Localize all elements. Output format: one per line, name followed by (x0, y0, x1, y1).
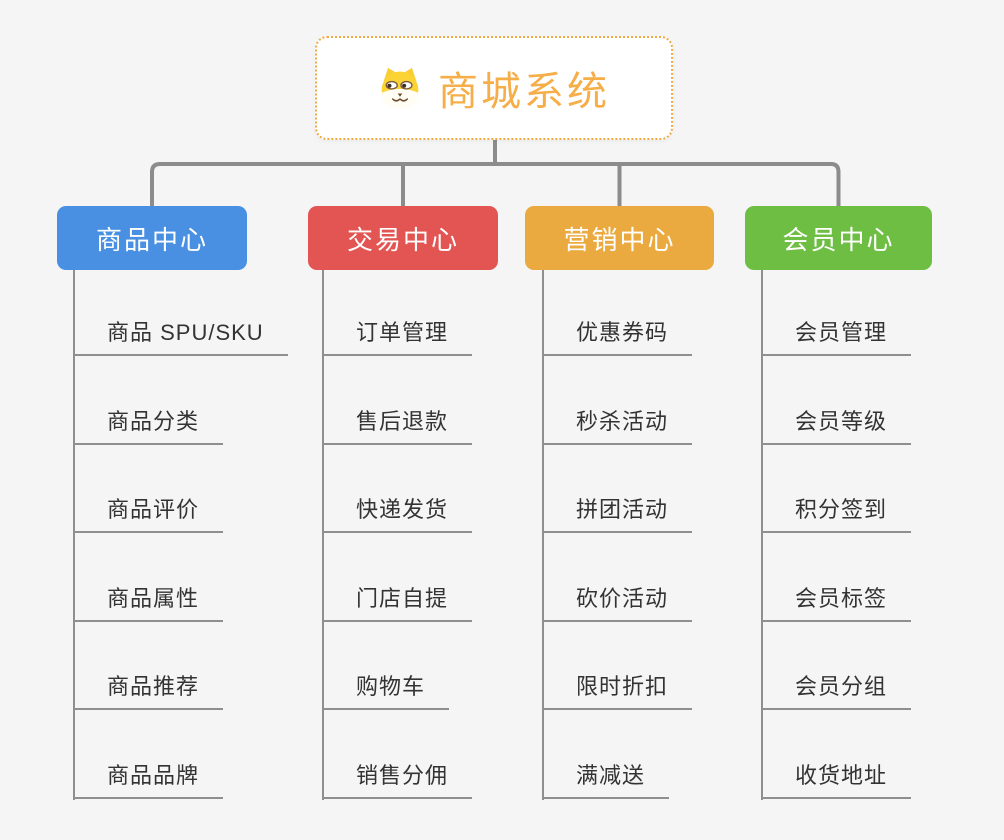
root-node[interactable]: 商城系统 (315, 36, 673, 140)
child-topic[interactable]: 限时折扣 (544, 622, 693, 711)
child-topic[interactable]: 会员分组 (763, 622, 912, 711)
child-topic[interactable]: 商品 SPU/SKU (75, 270, 288, 356)
child-topic[interactable]: 积分签到 (763, 445, 912, 534)
child-topic[interactable]: 砍价活动 (544, 533, 693, 622)
child-topic[interactable]: 秒杀活动 (544, 356, 693, 445)
child-topic[interactable]: 订单管理 (324, 270, 473, 356)
child-topic[interactable]: 商品品牌 (75, 710, 224, 799)
branch-node[interactable]: 商品中心 (57, 206, 247, 270)
child-topic[interactable]: 售后退款 (324, 356, 473, 445)
child-topic[interactable]: 会员等级 (763, 356, 912, 445)
branch-children-column: 会员管理会员等级积分签到会员标签会员分组收货地址 (761, 270, 912, 800)
child-topic[interactable]: 拼团活动 (544, 445, 693, 534)
child-topic[interactable]: 满减送 (544, 710, 670, 799)
child-topic[interactable]: 商品分类 (75, 356, 224, 445)
child-topic[interactable]: 销售分佣 (324, 710, 473, 799)
branch-children-column: 优惠券码秒杀活动拼团活动砍价活动限时折扣满减送 (542, 270, 693, 800)
branch-node[interactable]: 营销中心 (525, 206, 714, 270)
child-topic[interactable]: 会员标签 (763, 533, 912, 622)
child-topic[interactable]: 快递发货 (324, 445, 473, 534)
child-topic[interactable]: 商品评价 (75, 445, 224, 534)
child-topic[interactable]: 商品推荐 (75, 622, 224, 711)
child-topic[interactable]: 收货地址 (763, 710, 912, 799)
branch-node[interactable]: 交易中心 (308, 206, 498, 270)
dog-face-icon (378, 66, 422, 110)
child-topic[interactable]: 商品属性 (75, 533, 224, 622)
child-topic[interactable]: 会员管理 (763, 270, 912, 356)
child-topic[interactable]: 优惠券码 (544, 270, 693, 356)
child-topic[interactable]: 门店自提 (324, 533, 473, 622)
root-title: 商城系统 (438, 70, 610, 114)
child-topic[interactable]: 购物车 (324, 622, 450, 711)
branch-children-column: 订单管理售后退款快递发货门店自提购物车销售分佣 (322, 270, 473, 800)
branch-node[interactable]: 会员中心 (745, 206, 932, 270)
